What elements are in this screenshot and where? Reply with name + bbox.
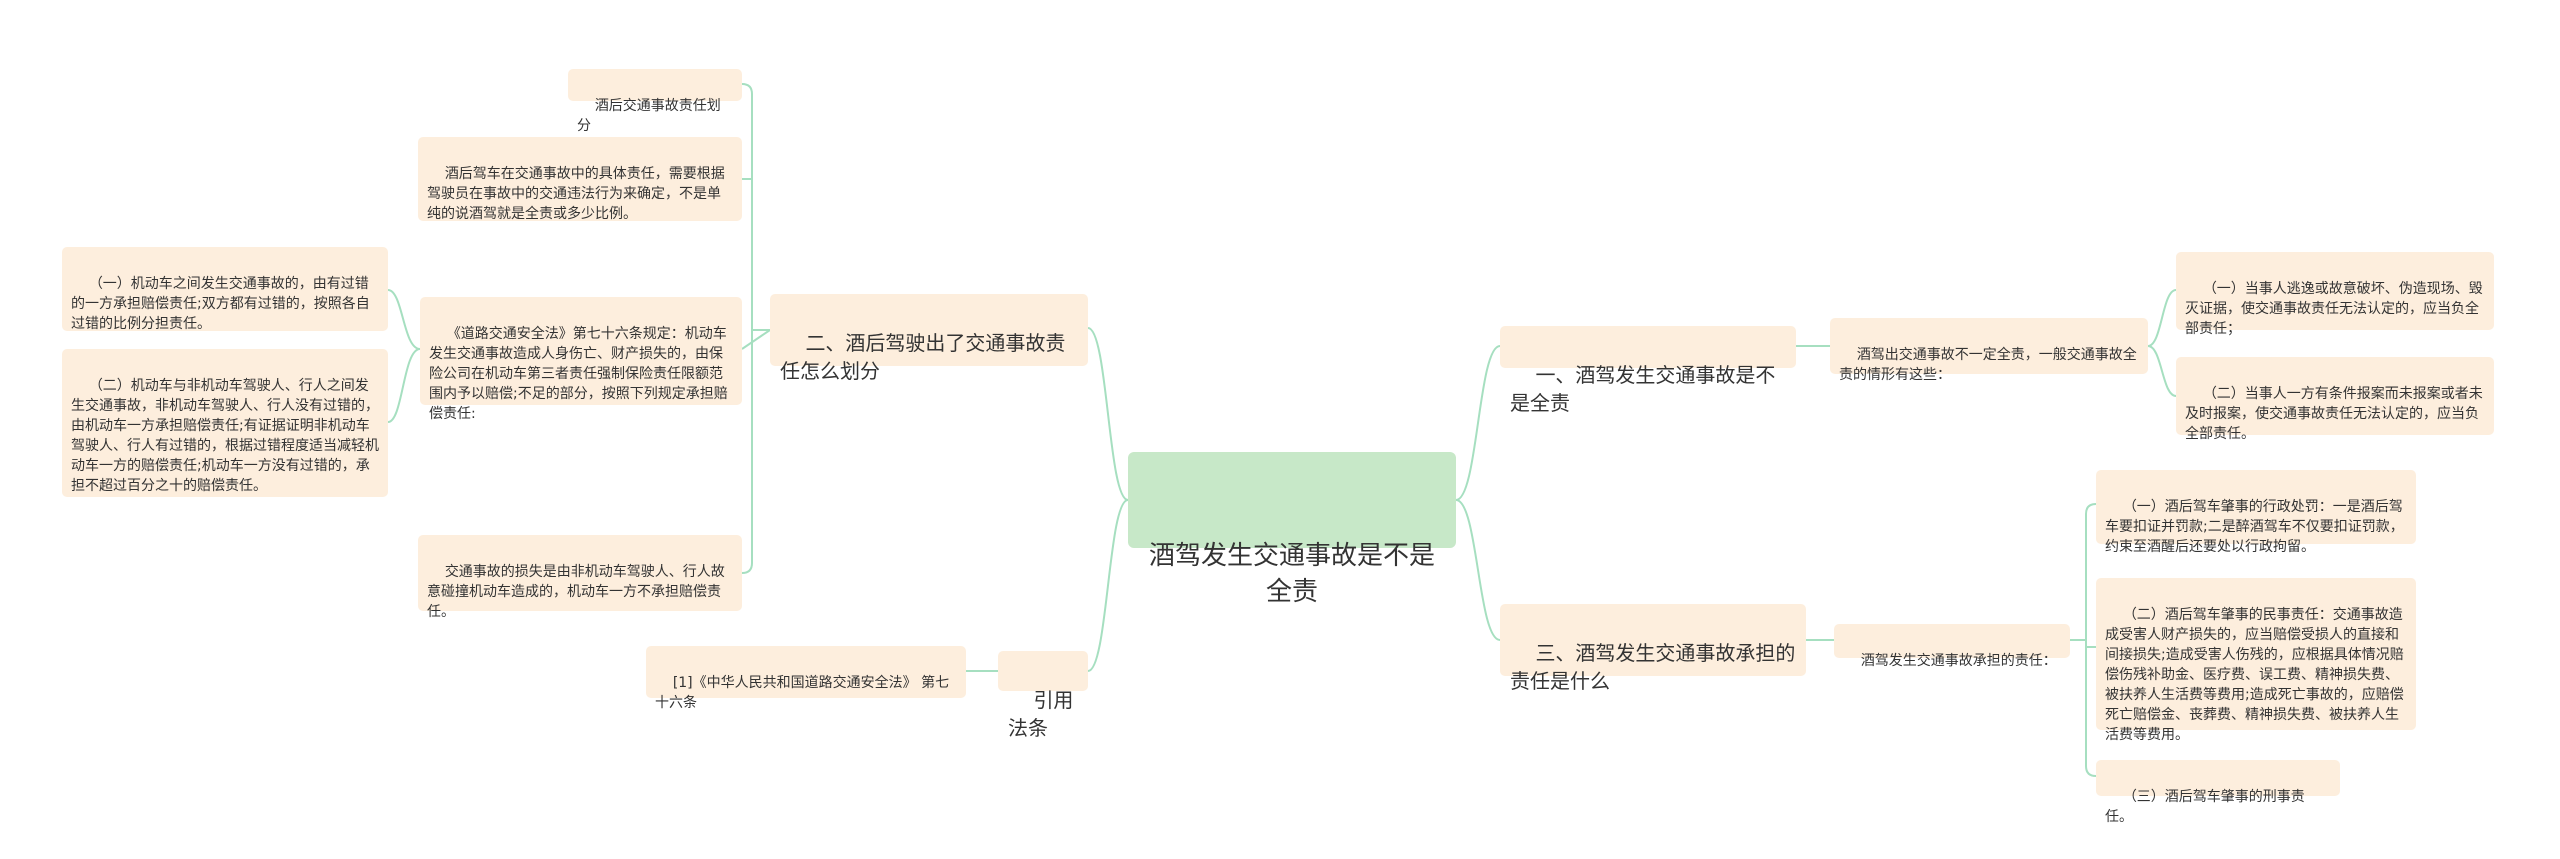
branch-3-item-2-text: （二）酒后驾车肇事的民事责任：交通事故造成受害人财产损失的，应当赔偿受损人的直接… [2105,607,2404,743]
link-b2-collision [741,329,770,574]
link-root-citation [1087,499,1129,672]
link-law76-item2 [387,348,421,423]
link-root-branch3 [1455,499,1501,641]
branch-2-label: 二、酒后驾驶出了交通事故责任怎么划分 [780,331,1066,383]
root-node[interactable]: 酒驾发生交通事故是不是全责 [1128,452,1456,607]
link-b2-specific [742,178,770,331]
specific-responsibility-text: 酒后驾车在交通事故中的具体责任，需要根据驾驶员在事故中的交通违法行为来确定，不是… [427,166,725,222]
law-76-item-2-text: （二）机动车与非机动车驾驶人、行人之间发生交通事故，非机动车驾驶人、行人没有过错… [71,378,379,494]
branch-1-item-1-text: （一）当事人逃逸或故意破坏、伪造现场、毁灭证据，使交通事故责任无法认定的，应当负… [2185,281,2483,337]
law-76-item-2-node[interactable]: （二）机动车与非机动车驾驶人、行人之间发生交通事故，非机动车驾驶人、行人没有过错… [62,349,388,497]
link-law76-item1 [387,289,421,350]
branch-3-intro-text: 酒驾发生交通事故承担的责任： [1860,653,2057,669]
law-article-76-node[interactable]: 《道路交通安全法》第七十六条规定：机动车发生交通事故造成人身伤亡、财产损失的，由… [420,297,742,422]
branch-1-item-2-text: （二）当事人一方有条件报案而未报案或者未及时报案，使交通事故责任无法认定的，应当… [2185,386,2483,442]
branch-3-item-2-node[interactable]: （二）酒后驾车肇事的民事责任：交通事故造成受害人财产损失的，应当赔偿受损人的直接… [2096,578,2416,743]
branch-1-intro-text: 酒驾出交通事故不一定全责，一般交通事故全责的情形有这些： [1839,347,2137,383]
link-intro1-item1 [2147,289,2177,347]
link-intro1-item2 [2147,345,2177,397]
branch-2-node[interactable]: 二、酒后驾驶出了交通事故责任怎么划分 [770,294,1088,383]
branch-1-node[interactable]: 一、酒驾发生交通事故是不是全责 [1500,326,1796,415]
responsibility-division-title: 酒后交通事故责任划分 [577,98,721,134]
link-root-branch1 [1455,345,1501,501]
branch-3-intro-node[interactable]: 酒驾发生交通事故承担的责任： [1834,624,2070,669]
link-intro3-item2 [2070,639,2096,648]
citation-branch-label: 引用法条 [1008,688,1074,740]
branch-1-item-2-node[interactable]: （二）当事人一方有条件报案而未报案或者未及时报案，使交通事故责任无法认定的，应当… [2176,357,2494,442]
citation-item-text: [1]《中华人民共和国道路交通安全法》 第七十六条 [655,675,950,711]
branch-1-label: 一、酒驾发生交通事故是不是全责 [1510,363,1776,415]
link-b2-law76 [741,329,771,350]
link-root-branch2 [1087,327,1129,501]
intentional-collision-node[interactable]: 交通事故的损失是由非机动车驾驶人、行人故意碰撞机动车造成的，机动车一方不承担赔偿… [418,535,742,620]
branch-3-item-3-text: （三）酒后驾车肇事的刑事责任。 [2105,789,2305,825]
branch-3-node[interactable]: 三、酒驾发生交通事故承担的责任是什么 [1500,604,1806,693]
link-intro3-item3 [2070,639,2097,777]
link-b2-title [741,83,770,331]
branch-1-item-1-node[interactable]: （一）当事人逃逸或故意破坏、伪造现场、毁灭证据，使交通事故责任无法认定的，应当负… [2176,252,2494,337]
link-intro3-item1 [2070,503,2097,641]
branch-1-intro-node[interactable]: 酒驾出交通事故不一定全责，一般交通事故全责的情形有这些： [1830,318,2148,383]
specific-responsibility-node[interactable]: 酒后驾车在交通事故中的具体责任，需要根据驾驶员在事故中的交通违法行为来确定，不是… [418,137,742,222]
root-text: 酒驾发生交通事故是不是全责 [1148,541,1435,607]
citation-branch-node[interactable]: 引用法条 [998,651,1088,740]
branch-3-item-1-node[interactable]: （一）酒后驾车肇事的行政处罚：一是酒后驾车要扣证并罚款;二是醉酒驾车不仅要扣证罚… [2096,470,2416,555]
branch-3-label: 三、酒驾发生交通事故承担的责任是什么 [1510,641,1796,693]
law-76-item-1-node[interactable]: （一）机动车之间发生交通事故的，由有过错的一方承担赔偿责任;双方都有过错的，按照… [62,247,388,332]
intentional-collision-text: 交通事故的损失是由非机动车驾驶人、行人故意碰撞机动车造成的，机动车一方不承担赔偿… [427,564,725,620]
law-article-76-text: 《道路交通安全法》第七十六条规定：机动车发生交通事故造成人身伤亡、财产损失的，由… [429,326,728,422]
law-76-item-1-text: （一）机动车之间发生交通事故的，由有过错的一方承担赔偿责任;双方都有过错的，按照… [71,276,370,332]
responsibility-division-title-node[interactable]: 酒后交通事故责任划分 [568,69,742,134]
branch-3-item-1-text: （一）酒后驾车肇事的行政处罚：一是酒后驾车要扣证并罚款;二是醉酒驾车不仅要扣证罚… [2105,499,2404,555]
citation-item-node[interactable]: [1]《中华人民共和国道路交通安全法》 第七十六条 [646,646,966,711]
branch-3-item-3-node[interactable]: （三）酒后驾车肇事的刑事责任。 [2096,760,2340,825]
